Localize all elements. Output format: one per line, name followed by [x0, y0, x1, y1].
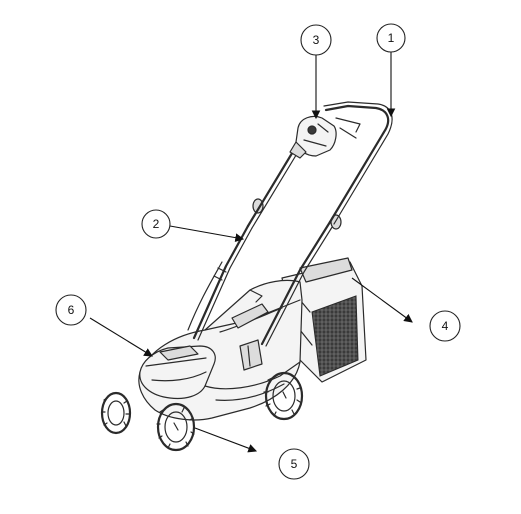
rear-wheel: [263, 371, 304, 421]
grass-box: [281, 257, 367, 383]
callout-1-label: 1: [388, 31, 395, 45]
lawnmower-illustration: [100, 101, 393, 452]
callout-4: 4: [351, 277, 461, 342]
switch-box: [289, 115, 337, 159]
callout-4-label: 4: [442, 319, 449, 333]
callout-2: 2: [141, 209, 245, 242]
mower-deck: [138, 279, 303, 421]
front-wheel-left: [100, 391, 132, 435]
callout-1: 1: [376, 23, 406, 118]
callout-3-label: 3: [313, 33, 320, 47]
callout-3: 3: [300, 24, 332, 120]
callout-6: 6: [55, 294, 153, 357]
callout-2-label: 2: [153, 217, 160, 231]
callout-5-label: 5: [291, 457, 298, 471]
callout-6-label: 6: [68, 303, 75, 317]
callout-5: 5: [194, 427, 310, 480]
front-wheel-right: [156, 402, 196, 452]
lower-handle: [187, 220, 335, 371]
